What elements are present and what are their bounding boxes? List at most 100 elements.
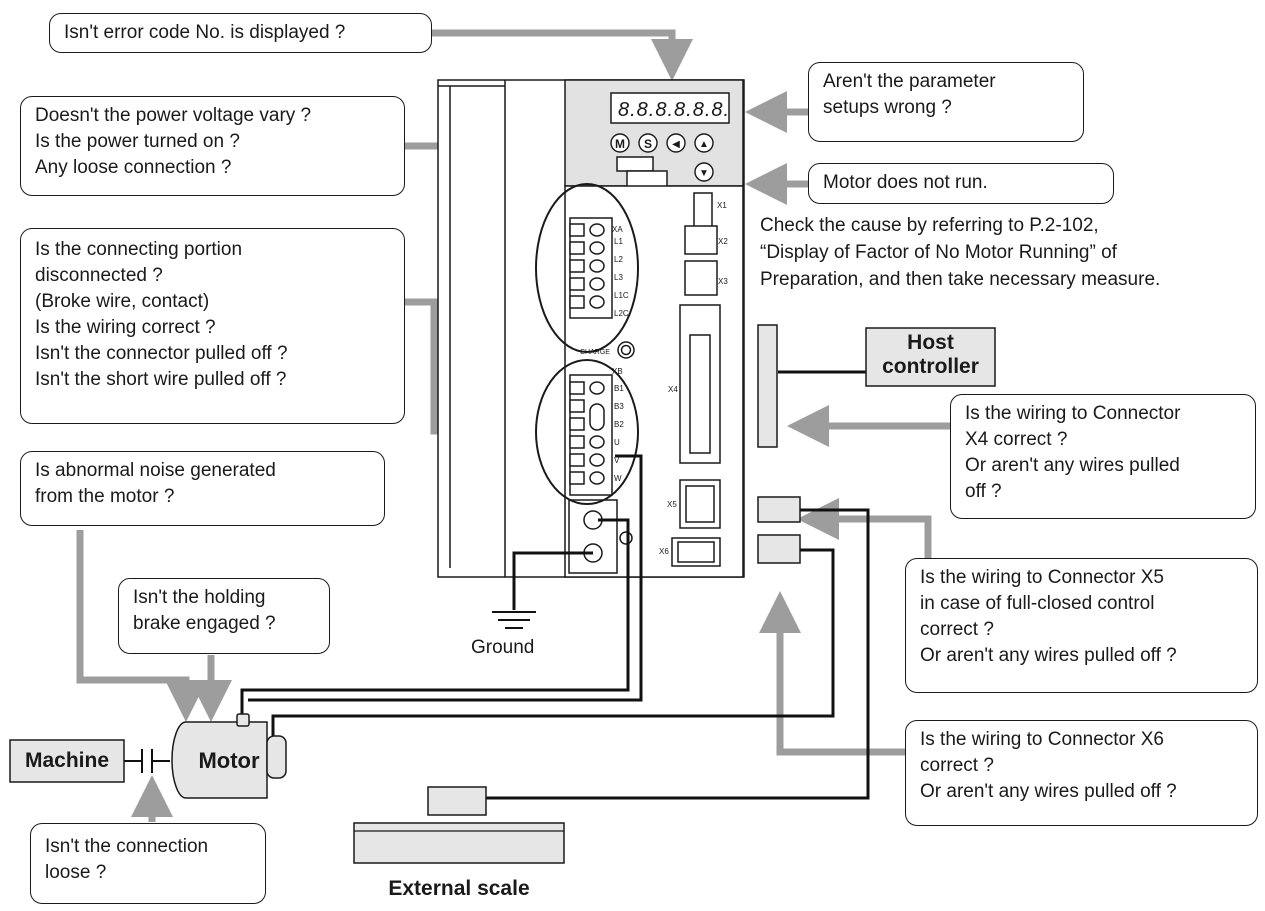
- label-l2: L2: [614, 255, 623, 264]
- callout-text: Motor does not run.: [823, 172, 988, 193]
- callout-parameter: Aren't the parameter setups wrong ?: [808, 62, 1084, 142]
- label-w: W: [614, 474, 622, 483]
- x2-connector: [684, 225, 718, 255]
- host-label-line: Host: [907, 331, 954, 354]
- x5-cable: [486, 508, 870, 800]
- ground-label: Ground: [471, 637, 535, 658]
- xa-highlight: [535, 183, 639, 353]
- callout-text: setups wrong ?: [823, 97, 952, 118]
- callout-text: Any loose connection ?: [35, 157, 232, 178]
- label-b1: B1: [614, 384, 624, 393]
- label-l1: L1: [614, 237, 623, 246]
- key-mode-icon: [610, 133, 630, 153]
- callout-text: Doesn't the power voltage vary ?: [35, 105, 312, 126]
- key-up-icon: [694, 133, 714, 153]
- callout-text: in case of full-closed control: [920, 593, 1155, 614]
- host-controller-bar: [757, 324, 778, 448]
- label-x4: X4: [668, 385, 678, 394]
- label-xb: XB: [612, 367, 623, 376]
- note-line: “Display of Factor of No Motor Running” …: [760, 242, 1117, 263]
- label-charge: CHARGE: [580, 349, 610, 356]
- callout-text: disconnected ?: [35, 265, 163, 286]
- callout-text: loose ?: [45, 862, 107, 883]
- callout-x6: Is the wiring to Connector X6 correct ? …: [905, 720, 1258, 826]
- callout-text: Or aren't any wires pulled: [965, 455, 1180, 476]
- x6-cable: [271, 548, 835, 736]
- external-scale-label: External scale: [388, 877, 530, 900]
- scale-head: [427, 786, 487, 816]
- callout-text: Or aren't any wires pulled off ?: [920, 781, 1177, 802]
- callout-brake: Isn't the holding brake engaged ?: [118, 578, 330, 654]
- label-b2: B2: [614, 420, 624, 429]
- callout-text: Is the wiring correct ?: [35, 317, 216, 338]
- xb-highlight: [535, 359, 639, 505]
- callout-text: Isn't the holding: [133, 587, 266, 608]
- arrow-error-code: [432, 29, 693, 81]
- power-wire-2: [248, 454, 643, 702]
- panel-connector: [616, 156, 654, 172]
- key-up-label: ▲: [699, 139, 709, 150]
- x3-connector: [684, 260, 718, 296]
- label-b3: B3: [614, 402, 624, 411]
- callout-error-code: Isn't error code No. is displayed ?: [49, 13, 432, 53]
- arrow-noise: [76, 530, 207, 722]
- label-x3: X3: [718, 277, 728, 286]
- label-x2: X2: [718, 237, 728, 246]
- callout-text: Isn't the connection: [45, 836, 209, 857]
- callout-text: Isn't the short wire pulled off ?: [35, 369, 287, 390]
- callout-text: correct ?: [920, 619, 994, 640]
- callout-motor-not-run: Motor does not run.: [808, 163, 1114, 204]
- label-x1: X1: [717, 201, 727, 210]
- label-l1c: L1C: [614, 291, 629, 300]
- callout-noise: Is abnormal noise generated from the mot…: [20, 451, 385, 526]
- callout-text: brake engaged ?: [133, 613, 276, 634]
- label-l2c: L2C: [614, 309, 629, 318]
- callout-text: from the motor ?: [35, 486, 175, 507]
- power-wire-1: [240, 518, 630, 715]
- callout-text: Or aren't any wires pulled off ?: [920, 645, 1177, 666]
- label-v: V: [614, 456, 620, 465]
- callout-text: X4 correct ?: [965, 429, 1068, 450]
- arrow-x6: [759, 591, 905, 756]
- coupling: [124, 749, 170, 773]
- callout-text: off ?: [965, 481, 1002, 502]
- key-left-label: ◀: [672, 139, 680, 150]
- motor-label: Motor: [198, 748, 260, 773]
- wiring: [240, 370, 870, 800]
- callout-text: Is the connecting portion: [35, 239, 243, 260]
- motor-connector: [236, 713, 250, 727]
- callout-text: (Broke wire, contact): [35, 291, 210, 312]
- callout-x5: Is the wiring to Connector X5 in case of…: [905, 558, 1258, 693]
- label-u: U: [614, 438, 620, 447]
- note-line: Check the cause by referring to P.2-102,: [760, 215, 1099, 236]
- note-line: Preparation, and then take necessary mea…: [760, 269, 1161, 290]
- x6-box: [757, 534, 801, 564]
- label-xa: XA: [612, 225, 623, 234]
- callout-connecting: Is the connecting portion disconnected ?…: [20, 228, 405, 424]
- label-x6: X6: [659, 547, 669, 556]
- callout-text: Is the wiring to Connector X6: [920, 729, 1164, 750]
- callout-text: Is the wiring to Connector: [965, 403, 1181, 424]
- host-label-line: controller: [882, 355, 979, 378]
- callout-text: Isn't error code No. is displayed ?: [64, 22, 346, 43]
- check-cause-note: Check the cause by referring to P.2-102,…: [760, 212, 1160, 293]
- callout-text: Is abnormal noise generated: [35, 460, 276, 481]
- label-x5: X5: [667, 500, 677, 509]
- callout-text: Isn't the connector pulled off ?: [35, 343, 288, 364]
- key-set-icon: [638, 133, 658, 153]
- ground-symbol-lines: [492, 611, 536, 629]
- key-s-label: S: [644, 137, 652, 151]
- arrow-x5: [797, 498, 932, 558]
- callout-text: Aren't the parameter: [823, 71, 996, 92]
- driver-labels: 8.8.8.8.8.8. M S ◀ ▲ ▼ XA L1 L2 L3 L1C L…: [580, 99, 730, 556]
- label-l3: L3: [614, 273, 623, 282]
- motor-body: [171, 721, 268, 799]
- servo-driver: [437, 79, 745, 578]
- display-readout: 8.8.8.8.8.8.: [618, 99, 730, 121]
- host-controller-box: [865, 327, 996, 387]
- key-down-label: ▼: [699, 168, 709, 179]
- ground-wire: [512, 551, 593, 610]
- callout-text: Is the power turned on ?: [35, 131, 240, 152]
- motor-end-cap: [266, 735, 287, 779]
